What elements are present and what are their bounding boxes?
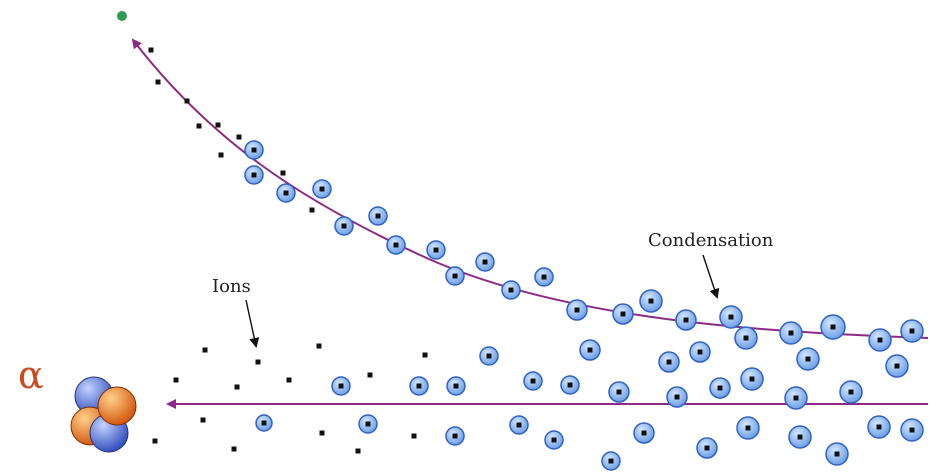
ion (316, 343, 322, 349)
upper-ion-group (148, 47, 315, 213)
condensation-droplet (719, 305, 743, 329)
condensation-droplet (445, 266, 465, 286)
condensation-droplet (560, 375, 580, 395)
ion (152, 438, 158, 444)
condensation-droplet (868, 328, 892, 352)
condensation-droplet (523, 371, 543, 391)
condensation-droplet (426, 240, 446, 260)
condensation-droplet (255, 414, 273, 432)
ion (319, 430, 325, 436)
condensation-droplet (900, 418, 924, 442)
condensation-droplet (820, 314, 846, 340)
ion (355, 448, 361, 454)
ion (234, 384, 240, 390)
ion (202, 347, 208, 353)
ion (148, 47, 154, 53)
ion (155, 79, 161, 85)
condensation-droplet (334, 216, 354, 236)
condensation-droplet (358, 414, 378, 434)
condensation-droplet (534, 267, 554, 287)
upper-droplet-group (244, 140, 924, 352)
condensation-droplet (612, 303, 634, 325)
condensation-droplet (689, 341, 711, 363)
ion (255, 359, 261, 365)
condensation-droplet (658, 351, 680, 373)
condensation-droplet (566, 299, 588, 321)
condensation-droplet (633, 422, 655, 444)
condensation-droplet (779, 321, 803, 345)
ion (231, 446, 237, 452)
condensation-droplet (696, 437, 718, 459)
condensation-droplet (825, 442, 849, 466)
condensation-droplet (386, 235, 406, 255)
condensation-droplet (900, 319, 924, 343)
condensation-droplet (608, 381, 630, 403)
condensation-droplet (579, 339, 601, 361)
condensation-droplet (675, 309, 697, 331)
condensation-droplet (244, 140, 264, 160)
condensation-droplet (736, 416, 760, 440)
condensation-droplet (601, 451, 621, 471)
condensation-droplet (666, 386, 688, 408)
alpha-particle (70, 376, 137, 453)
ion (411, 433, 417, 439)
ion (367, 372, 373, 378)
ion (236, 134, 242, 140)
proton (97, 386, 137, 426)
ion (280, 170, 286, 176)
condensation-droplet (639, 289, 663, 313)
condensation-droplet (885, 354, 909, 378)
condensation-droplet (784, 386, 808, 410)
ion (200, 417, 206, 423)
condensation-droplet (544, 430, 564, 450)
condensation-droplet (331, 376, 351, 396)
condensation-droplet (734, 326, 758, 350)
condensation-label: Condensation (648, 230, 774, 251)
ion (196, 123, 202, 129)
start-dot (117, 11, 127, 21)
ion (184, 98, 190, 104)
condensation-droplet (867, 415, 891, 439)
condensation-droplet (796, 347, 820, 371)
ion (286, 377, 292, 383)
ion (422, 352, 428, 358)
condensation-droplet (501, 280, 521, 300)
condensation-droplet (839, 380, 863, 404)
ions-label: Ions (212, 276, 251, 297)
condensation-droplet (788, 425, 812, 449)
condensation-droplet (475, 252, 495, 272)
ion (215, 122, 221, 128)
ion (309, 207, 315, 213)
condensation-droplet (409, 376, 429, 396)
condensation-droplet (709, 377, 731, 399)
ion (218, 152, 224, 158)
condensation-droplet (445, 426, 465, 446)
condensation-droplet (446, 376, 466, 396)
condensation-droplet (368, 206, 388, 226)
condensation-pointer (702, 254, 720, 299)
condensation-droplet (276, 183, 296, 203)
lower-ion-group (152, 343, 428, 454)
condensation-droplet (479, 346, 499, 366)
condensation-droplet (312, 179, 332, 199)
condensation-droplet (509, 415, 529, 435)
curved-track-arrow (131, 38, 929, 339)
condensation-droplet (244, 165, 264, 185)
lower-droplet-group (255, 326, 924, 471)
condensation-droplet (740, 367, 764, 391)
ions-pointer (245, 299, 260, 348)
alpha-label: α (18, 353, 44, 397)
ion (173, 377, 179, 383)
